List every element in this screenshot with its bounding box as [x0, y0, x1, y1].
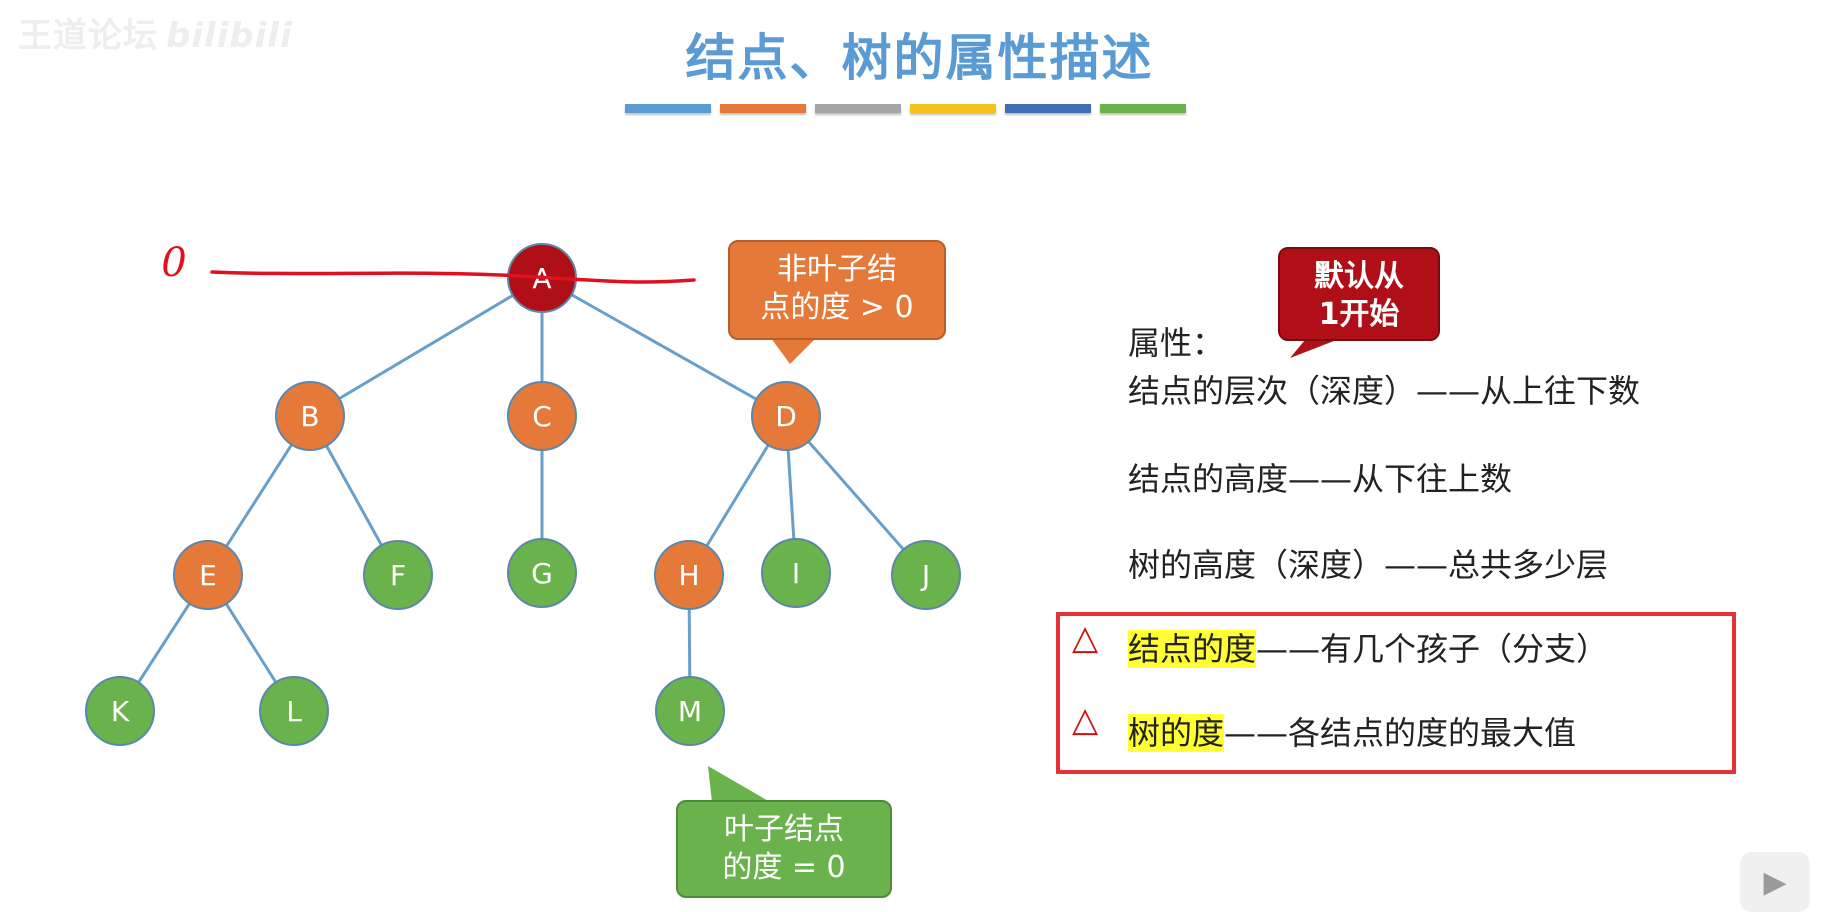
node-circle	[654, 540, 724, 610]
title-bar-6	[1100, 104, 1186, 113]
node-label: L	[286, 695, 302, 728]
default-start-callout: 默认从 1开始	[1278, 247, 1440, 341]
node-circle	[173, 540, 243, 610]
callout-line2: 1开始	[1318, 297, 1400, 332]
node-label: F	[390, 559, 406, 592]
callout-line1: 非叶子结	[777, 252, 897, 287]
nonleaf-degree-callout: 非叶子结 点的度 > 0	[728, 240, 946, 340]
node-circle	[259, 676, 329, 746]
nonleaf-callout-pointer	[768, 334, 820, 364]
level-annotation: 0	[161, 240, 696, 286]
key-properties-box	[1056, 612, 1736, 774]
watermark-channel: 王道论坛	[18, 16, 158, 56]
title-bar-2	[720, 104, 806, 113]
property-tree-height: 树的高度（深度）——总共多少层	[1128, 546, 1609, 584]
tree-node-J: J	[891, 540, 961, 610]
node-circle	[507, 381, 577, 451]
node-circle	[507, 538, 577, 608]
properties-header: 属性：	[1128, 324, 1225, 362]
property-desc: ——有几个孩子（分支）	[1256, 630, 1609, 668]
leaf-degree-callout: 叶子结点 的度 = 0	[676, 800, 892, 898]
tree-node-C: C	[507, 381, 577, 451]
tree-node-L: L	[259, 676, 329, 746]
title-bar-5	[1005, 104, 1091, 113]
tree-node-I: I	[761, 538, 831, 608]
edge-A-D	[541, 276, 787, 418]
triangle-mark: △	[1072, 700, 1099, 740]
tree-node-D: D	[751, 381, 821, 451]
highlight-term: 树的度	[1128, 714, 1225, 752]
title-bar-1	[625, 104, 711, 113]
edge-A-B	[309, 276, 543, 418]
node-circle	[363, 540, 433, 610]
title-color-bars	[625, 104, 1186, 114]
property-node-level: 结点的层次（深度）——从上往下数	[1128, 372, 1641, 410]
callout-line1: 默认从	[1314, 259, 1404, 294]
property-node-degree: 结点的度——有几个孩子（分支）	[1128, 624, 1608, 670]
node-circle	[761, 538, 831, 608]
level-line	[210, 270, 696, 284]
watermark-brand: bilibili	[166, 16, 293, 56]
node-label: G	[531, 557, 553, 590]
property-tree-degree: 树的度——各结点的度的最大值	[1128, 708, 1576, 754]
tree-node-B: B	[275, 381, 345, 451]
node-label: J	[920, 559, 930, 592]
node-circle	[655, 676, 725, 746]
highlight-term: 结点的度	[1128, 630, 1257, 668]
node-label: C	[532, 400, 552, 433]
tree-node-H: H	[654, 540, 724, 610]
node-circle	[85, 676, 155, 746]
property-node-height: 结点的高度——从下往上数	[1128, 460, 1513, 498]
slide-title: 结点、树的属性描述	[685, 29, 1154, 87]
edge-D-J	[784, 415, 928, 576]
tree-node-K: K	[85, 676, 155, 746]
callout-line2: 点的度 > 0	[760, 290, 914, 325]
node-circle	[891, 540, 961, 610]
tree-node-G: G	[507, 538, 577, 608]
title-bar-3	[815, 104, 901, 113]
node-label: B	[300, 400, 319, 433]
node-label: I	[792, 557, 800, 590]
level-label: 0	[161, 240, 186, 286]
node-circle	[275, 381, 345, 451]
node-label: K	[111, 695, 130, 728]
node-label: H	[678, 559, 699, 592]
node-label: D	[775, 400, 797, 433]
callout-line1: 叶子结点	[724, 812, 844, 847]
leaf-callout-pointer	[708, 766, 770, 802]
node-label: E	[199, 559, 217, 592]
tree-node-F: F	[363, 540, 433, 610]
property-desc: ——各结点的度的最大值	[1224, 714, 1577, 752]
callout-line2: 的度 = 0	[722, 850, 846, 885]
play-icon[interactable]: ▶	[1740, 852, 1810, 912]
tree-node-E: E	[173, 540, 243, 610]
node-circle	[751, 381, 821, 451]
tree-node-M: M	[655, 676, 725, 746]
triangle-mark: △	[1072, 618, 1099, 658]
title-bar-4	[910, 104, 996, 113]
node-label: M	[678, 695, 702, 728]
